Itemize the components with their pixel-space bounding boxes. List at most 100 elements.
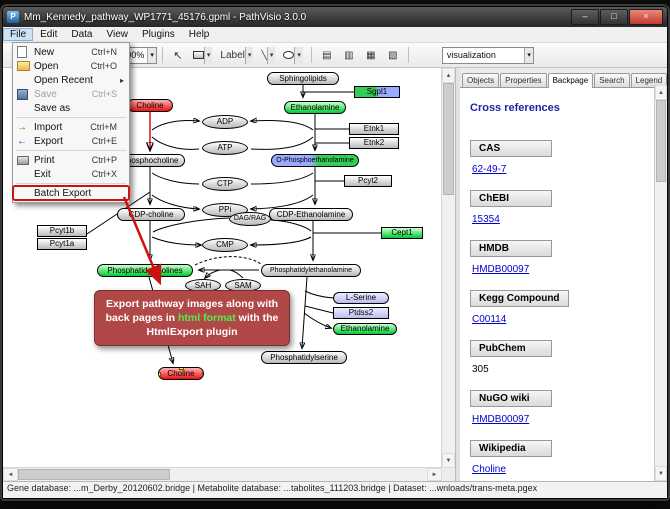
pathway-node-atp[interactable]: ATP [202, 141, 248, 155]
pathway-node-dag[interactable]: DAG/RAG [229, 212, 271, 226]
scroll-right-icon[interactable] [427, 468, 442, 481]
pathway-node-ethanolamine-right[interactable]: Ethanolamine [333, 323, 397, 335]
menu-help[interactable]: Help [188, 29, 210, 40]
canvas-horizontal-scrollbar[interactable] [3, 467, 442, 481]
menu-file[interactable]: File [3, 28, 34, 41]
pathway-node-ethanolamine-top[interactable]: Ethanolamine [284, 101, 346, 114]
pathway-node-pcyt1b[interactable]: Pcyt1b [37, 225, 87, 237]
selection-handle[interactable] [202, 378, 203, 379]
menu-plugins[interactable]: Plugins [141, 29, 175, 40]
tab-backpage[interactable]: Backpage [547, 73, 594, 88]
menu-data[interactable]: Data [71, 29, 93, 40]
pathway-node-phosphatidylcholines[interactable]: Phosphatidylcholines [97, 264, 193, 277]
visualization-combobox[interactable]: visualization [441, 46, 534, 64]
crossref-id-link[interactable]: HMDB00097 [472, 414, 530, 425]
file-menu-item-open-recent[interactable]: Open Recent▸ [13, 73, 129, 87]
pathway-node-ptdss2[interactable]: Ptdss2 [333, 307, 389, 319]
pathway-node-cdp-ethanolamine[interactable]: CDP-Ethanolamine [269, 208, 353, 221]
pathway-node-etnk2[interactable]: Etnk2 [349, 137, 399, 149]
file-menu-item-save-as[interactable]: Save as [13, 101, 129, 115]
selection-handle[interactable] [179, 368, 184, 370]
pathway-node-cdp-choline[interactable]: CDP-choline [117, 208, 185, 221]
selection-handle[interactable] [159, 368, 161, 370]
align-horizontal-button[interactable] [317, 46, 337, 65]
panel-splitter[interactable] [455, 68, 460, 481]
vertical-scrollbar-thumb[interactable] [443, 83, 454, 195]
scroll-up-icon[interactable] [655, 85, 667, 100]
pathway-node-choline-top[interactable]: Choline [127, 99, 173, 112]
distribute-vertical-button[interactable] [383, 46, 403, 65]
crossref-id-link[interactable]: 62-49-7 [472, 164, 507, 175]
crossref-id-link[interactable]: C00114 [472, 314, 507, 325]
align-vertical-button[interactable] [339, 46, 359, 65]
selection-handle[interactable] [202, 371, 203, 377]
selection-handle[interactable] [159, 371, 161, 377]
title-bar[interactable]: P Mm_Kennedy_pathway_WP1771_45176.gpml -… [3, 7, 667, 27]
pathway-node-choline-selected[interactable]: Choline [158, 367, 204, 380]
canvas-vertical-scrollbar[interactable] [441, 68, 455, 468]
pathway-node-o-phosphoethanolamine[interactable]: O-Phosphoethanolamine [271, 154, 359, 167]
selection-tool-button[interactable] [168, 46, 188, 65]
zoom-value: 100% [121, 50, 145, 60]
pathway-node-adp[interactable]: ADP [202, 115, 248, 129]
selection-handle[interactable] [179, 378, 184, 379]
save-icon [17, 89, 31, 100]
shape-tool-button[interactable] [280, 46, 306, 65]
selection-handle[interactable] [202, 368, 203, 370]
distribute-horizontal-button[interactable] [361, 46, 381, 65]
pathway-node-sgpl1[interactable]: Sgpl1 [354, 86, 400, 98]
tab-objects[interactable]: Objects [462, 73, 500, 87]
pathway-node-pcyt2[interactable]: Pcyt2 [344, 175, 392, 187]
tab-search[interactable]: Search [594, 73, 630, 87]
menu-view[interactable]: View [106, 29, 128, 40]
crossref-id-link[interactable]: HMDB00097 [472, 264, 530, 275]
selection-handle[interactable] [159, 378, 161, 379]
horizontal-scrollbar-thumb[interactable] [18, 469, 170, 480]
scrollbar-track[interactable] [442, 195, 455, 453]
pathway-node-etnk1[interactable]: Etnk1 [349, 123, 399, 135]
scroll-left-icon[interactable] [3, 468, 18, 481]
pathway-node-cept1[interactable]: Cept1 [381, 227, 423, 239]
tab-properties[interactable]: Properties [500, 73, 547, 87]
menu-edit[interactable]: Edit [40, 29, 58, 40]
pathway-node-phosphatidylethanolamine[interactable]: Phosphatidylethanolamine [261, 264, 361, 277]
pathway-node-phosphatidylserine[interactable]: Phosphatidylserine [261, 351, 347, 364]
file-menu-item-batch-export[interactable]: Batch Export [12, 185, 130, 201]
label-tool-button[interactable]: Label [217, 46, 256, 65]
line-tool-button[interactable] [258, 46, 278, 65]
scroll-down-icon[interactable] [442, 453, 455, 468]
toolbar-separator [161, 47, 163, 63]
tab-legend[interactable]: Legend [630, 73, 668, 87]
crossref-id-link[interactable]: Choline [472, 464, 506, 475]
minimize-button[interactable]: – [571, 9, 599, 25]
pathway-node-pcyt1a[interactable]: Pcyt1a [37, 238, 87, 250]
pathway-node-sphingolipids[interactable]: Sphingolipids [267, 72, 339, 85]
pathway-node-l-serine[interactable]: L-Serine [333, 292, 389, 304]
menu-item-icon-blank [17, 75, 31, 86]
sidebar-scrollbar[interactable] [654, 85, 667, 481]
scrollbar-track[interactable] [170, 468, 427, 481]
pathway-node-ctp[interactable]: CTP [202, 177, 248, 191]
scroll-down-icon[interactable] [655, 466, 667, 481]
pathway-node-cmp[interactable]: CMP [202, 238, 248, 252]
app-icon: P [7, 11, 19, 23]
scroll-up-icon[interactable] [442, 68, 455, 83]
maximize-button[interactable]: □ [600, 9, 628, 25]
crossref-id-link[interactable]: 15354 [472, 214, 500, 225]
scrollbar-track[interactable] [655, 182, 667, 466]
chevron-down-icon [244, 46, 254, 64]
pathway-edge [251, 120, 314, 131]
datanode-tool-button[interactable] [190, 46, 216, 65]
vertical-scrollbar-thumb[interactable] [656, 100, 666, 182]
close-button[interactable]: × [629, 9, 663, 25]
